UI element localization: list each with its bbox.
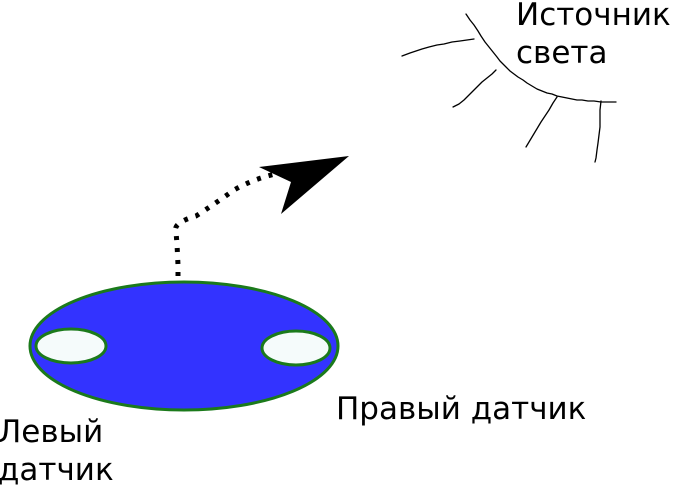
arrow-head-icon	[259, 156, 349, 214]
light-source-label-line1: Источник	[516, 0, 671, 33]
light-ray-4	[594, 100, 602, 163]
right-sensor	[260, 329, 332, 367]
light-ray-2	[452, 69, 497, 108]
movement-path	[172, 168, 297, 288]
light-ray-1	[401, 38, 475, 57]
right-sensor-label: Правый датчик	[336, 391, 587, 427]
robot-body	[28, 280, 340, 412]
left-sensor-label-line1: Левый	[0, 414, 104, 450]
left-sensor-label: Левый датчик	[0, 413, 114, 489]
light-source-label-line2: света	[516, 35, 608, 71]
left-sensor	[34, 327, 108, 365]
light-source-arc	[465, 13, 617, 103]
left-sensor-label-line2: датчик	[0, 452, 114, 488]
light-source-label: Источник света	[516, 0, 671, 72]
light-ray-3	[525, 96, 558, 148]
light-source-icon	[401, 13, 617, 163]
